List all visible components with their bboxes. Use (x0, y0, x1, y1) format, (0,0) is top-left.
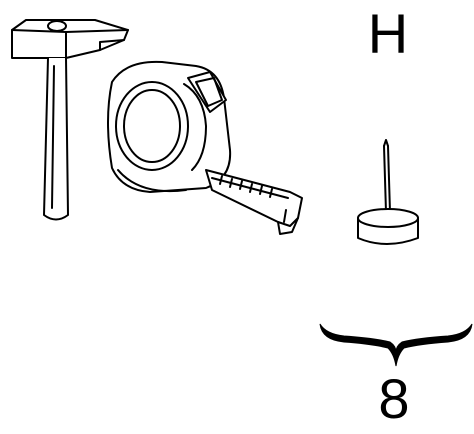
letter-h-label: H (367, 2, 409, 65)
pushpin-icon (357, 139, 419, 245)
curly-brace (319, 323, 473, 367)
number-eight-label: 8 (378, 367, 410, 430)
hammer-icon (11, 19, 129, 221)
tape-measure-icon (107, 60, 303, 235)
